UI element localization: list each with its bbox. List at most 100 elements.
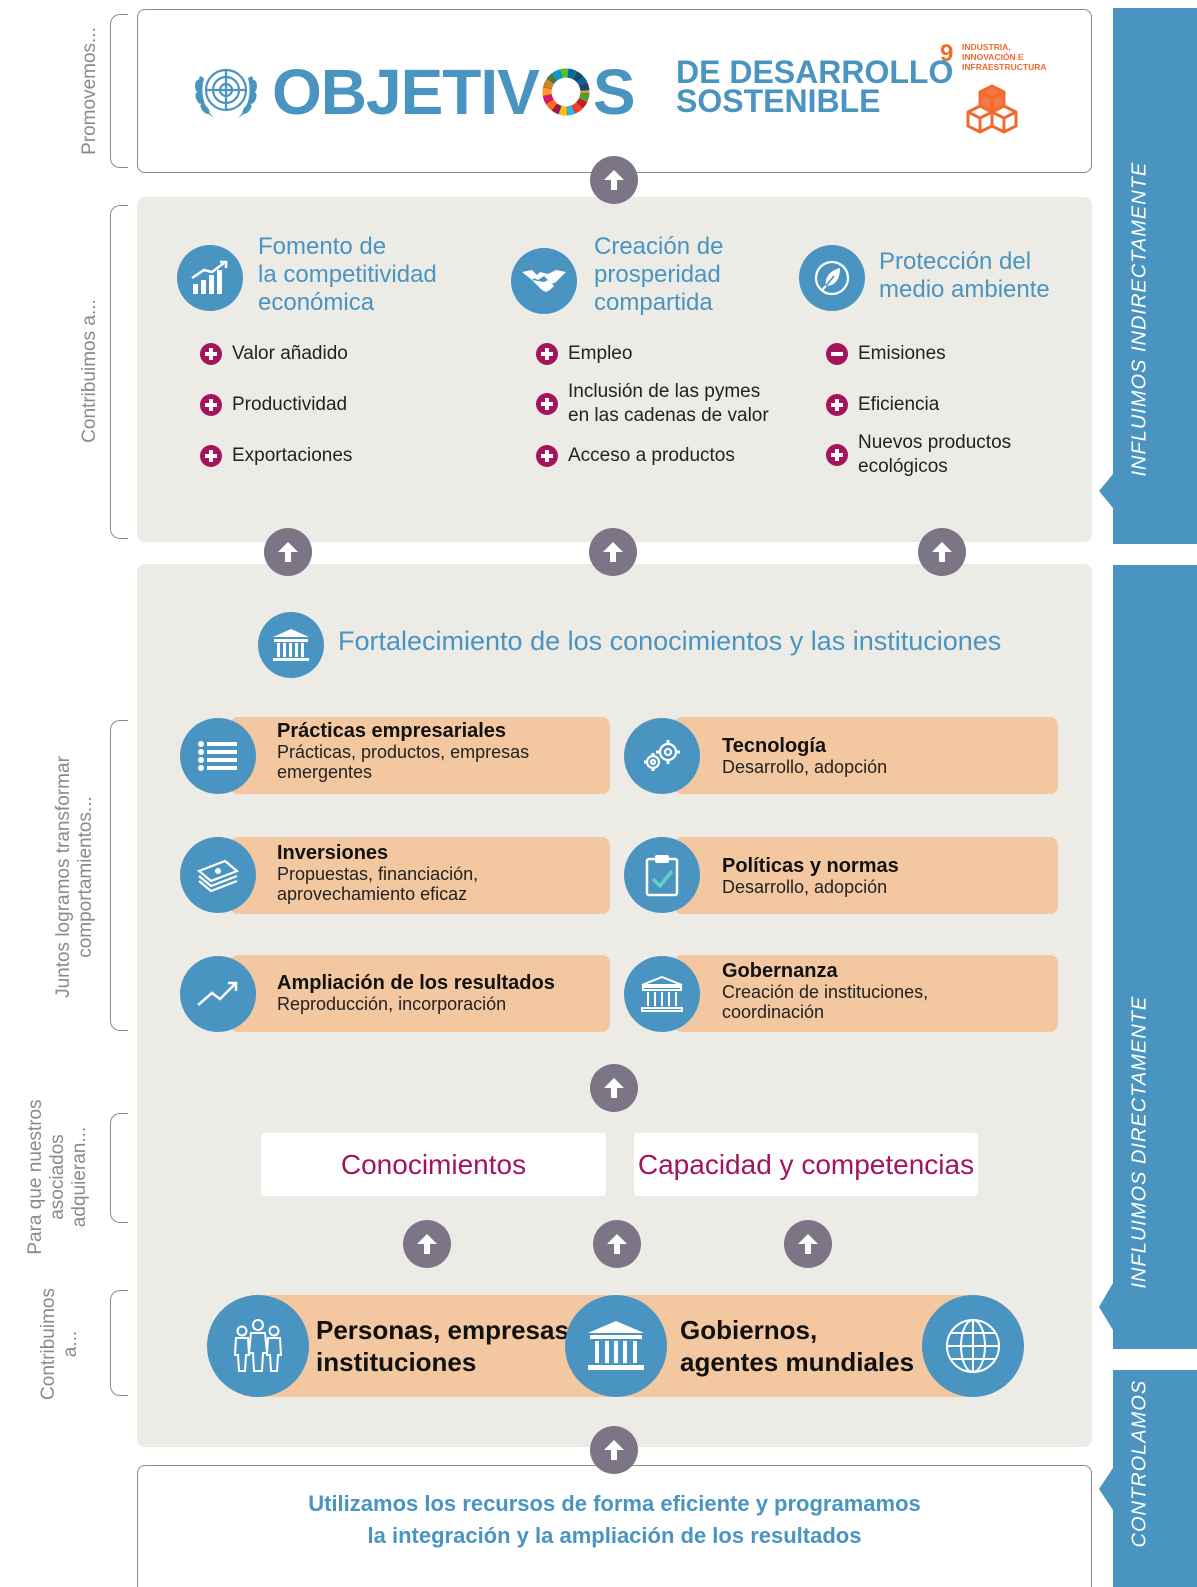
behavior-business-sub2: emergentes <box>277 762 373 782</box>
actors-people-line1: Personas, empresas, <box>316 1315 577 1345</box>
sdg-title: OBJETIV S <box>272 52 636 132</box>
objective-3-item-3: Nuevos productos ecológicos <box>826 431 1011 479</box>
behavior-card-investments <box>230 837 610 914</box>
behavior-business-text: Prácticas empresariales Prácticas, produ… <box>277 720 529 782</box>
behavior-governance-sub2: coordinación <box>722 1002 825 1022</box>
gears-icon <box>624 718 700 794</box>
actors-gov-text: Gobiernos, agentes mundiales <box>680 1314 914 1378</box>
sdg9-number: 9 <box>940 40 954 67</box>
behavior-card-policies <box>674 837 1058 914</box>
governance-institution-icon <box>624 956 700 1032</box>
plus-icon <box>826 444 848 466</box>
objective-3-item-1-text: Emisiones <box>858 343 946 364</box>
plus-icon <box>826 394 848 416</box>
behavior-business-title: Prácticas empresariales <box>277 720 507 742</box>
sdg9-text-line3: INFRAESTRUCTURA <box>962 62 1047 72</box>
objective-1-item-2: Productividad <box>200 393 347 417</box>
label-promovemos: Promovemos... <box>79 27 100 155</box>
tab-direct-label: INFLUIMOS DIRECTAMENTE <box>1128 995 1151 1289</box>
sdg-wheel-icon <box>542 68 590 116</box>
arrow-up-icon <box>589 528 637 576</box>
objective-1-item-1: Valor añadido <box>200 342 348 366</box>
label-contribuimos-bottom-line1: Contribuimos <box>38 1288 59 1400</box>
behavior-card-scaling <box>230 955 610 1032</box>
knowledge-box: Conocimientos <box>261 1133 606 1196</box>
objective-3-item-3-text: Nuevos productos ecológicos <box>858 431 1011 479</box>
behavior-investments-sub1: Propuestas, financiación, <box>277 864 479 884</box>
bracket-promovemos <box>110 14 128 168</box>
plus-icon <box>200 394 222 416</box>
behavior-policies-title: Políticas y normas <box>722 855 899 877</box>
arrow-up-icon <box>590 1426 638 1474</box>
arrow-up-icon <box>590 156 638 204</box>
label-para-line3: adquieran... <box>69 1126 90 1228</box>
objective-1-item-1-text: Valor añadido <box>232 343 348 364</box>
sdg9-text-line2: INNOVACIÓN E <box>962 52 1024 62</box>
objective-2-item-3-text: Acceso a productos <box>568 445 735 466</box>
leaf-icon <box>799 245 865 311</box>
arrow-up-icon <box>590 1064 638 1112</box>
actors-gov-line1: Gobiernos, <box>680 1315 818 1345</box>
minus-icon <box>826 343 848 365</box>
arrow-up-icon <box>264 528 312 576</box>
label-para: Para que nuestros asociados adquieran... <box>25 1087 91 1267</box>
behavior-business-sub1: Prácticas, productos, empresas <box>277 742 530 762</box>
objective-3-title: Protección del medio ambiente <box>879 248 1050 304</box>
sdg9-text: INDUSTRIA, INNOVACIÓN E INFRAESTRUCTURA <box>962 42 1047 72</box>
plus-icon <box>200 343 222 365</box>
plus-icon <box>536 343 558 365</box>
objective-1-title: Fomento de la competitividad económica <box>258 233 437 317</box>
sdg-header-box <box>137 9 1092 173</box>
actors-people-text: Personas, empresas, instituciones <box>316 1314 576 1378</box>
tab-indirect <box>1099 8 1197 544</box>
behavior-investments-title: Inversiones <box>277 842 389 864</box>
objective-3-item-3-line2: ecológicos <box>858 456 948 477</box>
behavior-scaling-text: Ampliación de los resultados Reproducció… <box>277 972 555 1014</box>
objective-3-item-2-text: Eficiencia <box>858 394 940 415</box>
sdg9-badge: 9 INDUSTRIA, INNOVACIÓN E INFRAESTRUCTUR… <box>940 40 1050 140</box>
label-contribuimos-top: Contribuimos a... <box>79 299 100 443</box>
arrow-up-icon <box>918 528 966 576</box>
trend-up-icon <box>180 956 256 1032</box>
actors-people-line2: instituciones <box>316 1347 477 1377</box>
list-icon <box>180 718 256 794</box>
clipboard-check-icon <box>624 837 700 913</box>
behavior-governance-title: Gobernanza <box>722 960 838 982</box>
label-juntos-line2: comportamientos... <box>75 796 96 958</box>
sdg-title-part1: OBJETIV <box>272 56 540 128</box>
behavior-governance-text: Gobernanza Creación de instituciones, co… <box>722 960 928 1022</box>
plus-icon <box>536 393 558 415</box>
footer-line1: Utilizamos los recursos de forma eficien… <box>308 1491 921 1516</box>
footer-line2: la integración y la ampliación de los re… <box>367 1523 862 1548</box>
capacity-box: Capacidad y competencias <box>634 1133 978 1196</box>
bracket-contribuimos-bottom <box>110 1290 128 1396</box>
bracket-juntos <box>110 720 128 1031</box>
plus-icon <box>200 445 222 467</box>
tab-direct <box>1099 565 1197 1349</box>
tab-indirect-label: INFLUIMOS INDIRECTAMENTE <box>1128 161 1151 477</box>
handshake-icon <box>511 248 577 314</box>
behavior-investments-sub2: aprovechamiento eficaz <box>277 884 468 904</box>
tab-control <box>1099 1370 1197 1587</box>
tab-control-label: CONTROLAMOS <box>1128 1379 1151 1548</box>
sdg-title-part2: S <box>592 56 636 128</box>
label-contribuimos-bottom: Contribuimos a... <box>38 1274 82 1414</box>
objective-1-title-line3: económica <box>258 289 375 316</box>
arrow-up-icon <box>593 1220 641 1268</box>
footer-box <box>137 1465 1092 1587</box>
money-stack-icon <box>180 837 256 913</box>
behavior-technology-title: Tecnología <box>722 735 827 757</box>
objective-3-item-2: Eficiencia <box>826 393 939 417</box>
objective-1-title-line1: Fomento de <box>258 233 387 260</box>
objective-3-item-3-line1: Nuevos productos <box>858 432 1012 453</box>
sdg-subtitle-line2: SOSTENIBLE <box>676 83 881 119</box>
behavior-card-technology <box>674 717 1058 794</box>
behavior-card-business <box>230 717 610 794</box>
objective-1-title-line2: la competitividad <box>258 261 437 288</box>
label-contribuimos-bottom-line2: a... <box>60 1330 81 1358</box>
bracket-contribuimos-top <box>110 205 128 539</box>
objective-2-item-2-line2: en las cadenas de valor <box>568 405 769 426</box>
behavior-card-governance <box>674 955 1058 1032</box>
objective-1-item-3: Exportaciones <box>200 444 352 468</box>
